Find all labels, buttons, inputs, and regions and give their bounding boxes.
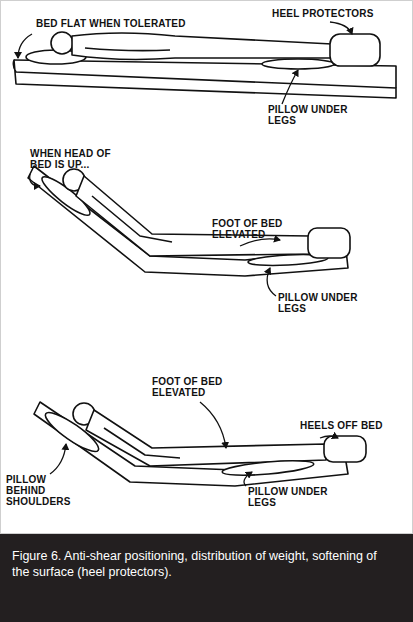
positioning-illustration — [0, 0, 413, 533]
annotation-label: FOOT OF BED ELEVATED — [152, 376, 238, 398]
annotation-label: PILLOW UNDER LEGS — [268, 104, 360, 126]
patient-body — [86, 410, 326, 466]
patient-body — [76, 176, 310, 256]
leader-arrow — [30, 174, 40, 186]
heel-protector — [308, 228, 350, 258]
mattress — [34, 402, 348, 486]
leader-arrow — [50, 444, 66, 474]
flat-bed-scene — [13, 32, 396, 98]
mattress — [28, 166, 348, 276]
heel-protector — [324, 436, 366, 462]
leader-arrow — [244, 472, 252, 486]
leader-arrow — [267, 268, 276, 296]
shoulder-pillow-scene — [34, 402, 366, 486]
annotation-label: HEEL PROTECTORS — [272, 8, 392, 19]
heel-protector — [330, 34, 380, 66]
raised-head-scene — [28, 166, 350, 276]
annotation-label: PILLOW UNDER LEGS — [278, 292, 370, 314]
leader-arrow — [320, 436, 338, 438]
annotation-label: HEELS OFF BED — [300, 420, 400, 431]
leg-pillow — [222, 458, 315, 478]
leg-pillow — [262, 59, 334, 69]
patient-body — [72, 33, 332, 59]
leader-arrow — [200, 402, 226, 448]
leader-arrow — [18, 34, 32, 58]
leader-arrow — [330, 22, 352, 34]
figure-caption: Figure 6. Anti-shear positioning, distri… — [12, 548, 397, 580]
annotation-label: PILLOW UNDER LEGS — [248, 486, 340, 508]
leader-arrow — [282, 70, 298, 104]
caption-box: Figure 6. Anti-shear positioning, distri… — [0, 534, 413, 622]
patient-head — [51, 32, 73, 54]
annotation-label: FOOT OF BED ELEVATED — [212, 218, 298, 240]
patient-arm — [104, 428, 180, 458]
annotation-label: PILLOW BEHIND SHOULDERS — [6, 474, 76, 507]
patient-arm — [92, 196, 172, 242]
patient-arm — [85, 48, 170, 51]
annotation-label: BED FLAT WHEN TOLERATED — [36, 18, 236, 29]
annotation-label: WHEN HEAD OF BED IS UP... — [30, 148, 116, 170]
